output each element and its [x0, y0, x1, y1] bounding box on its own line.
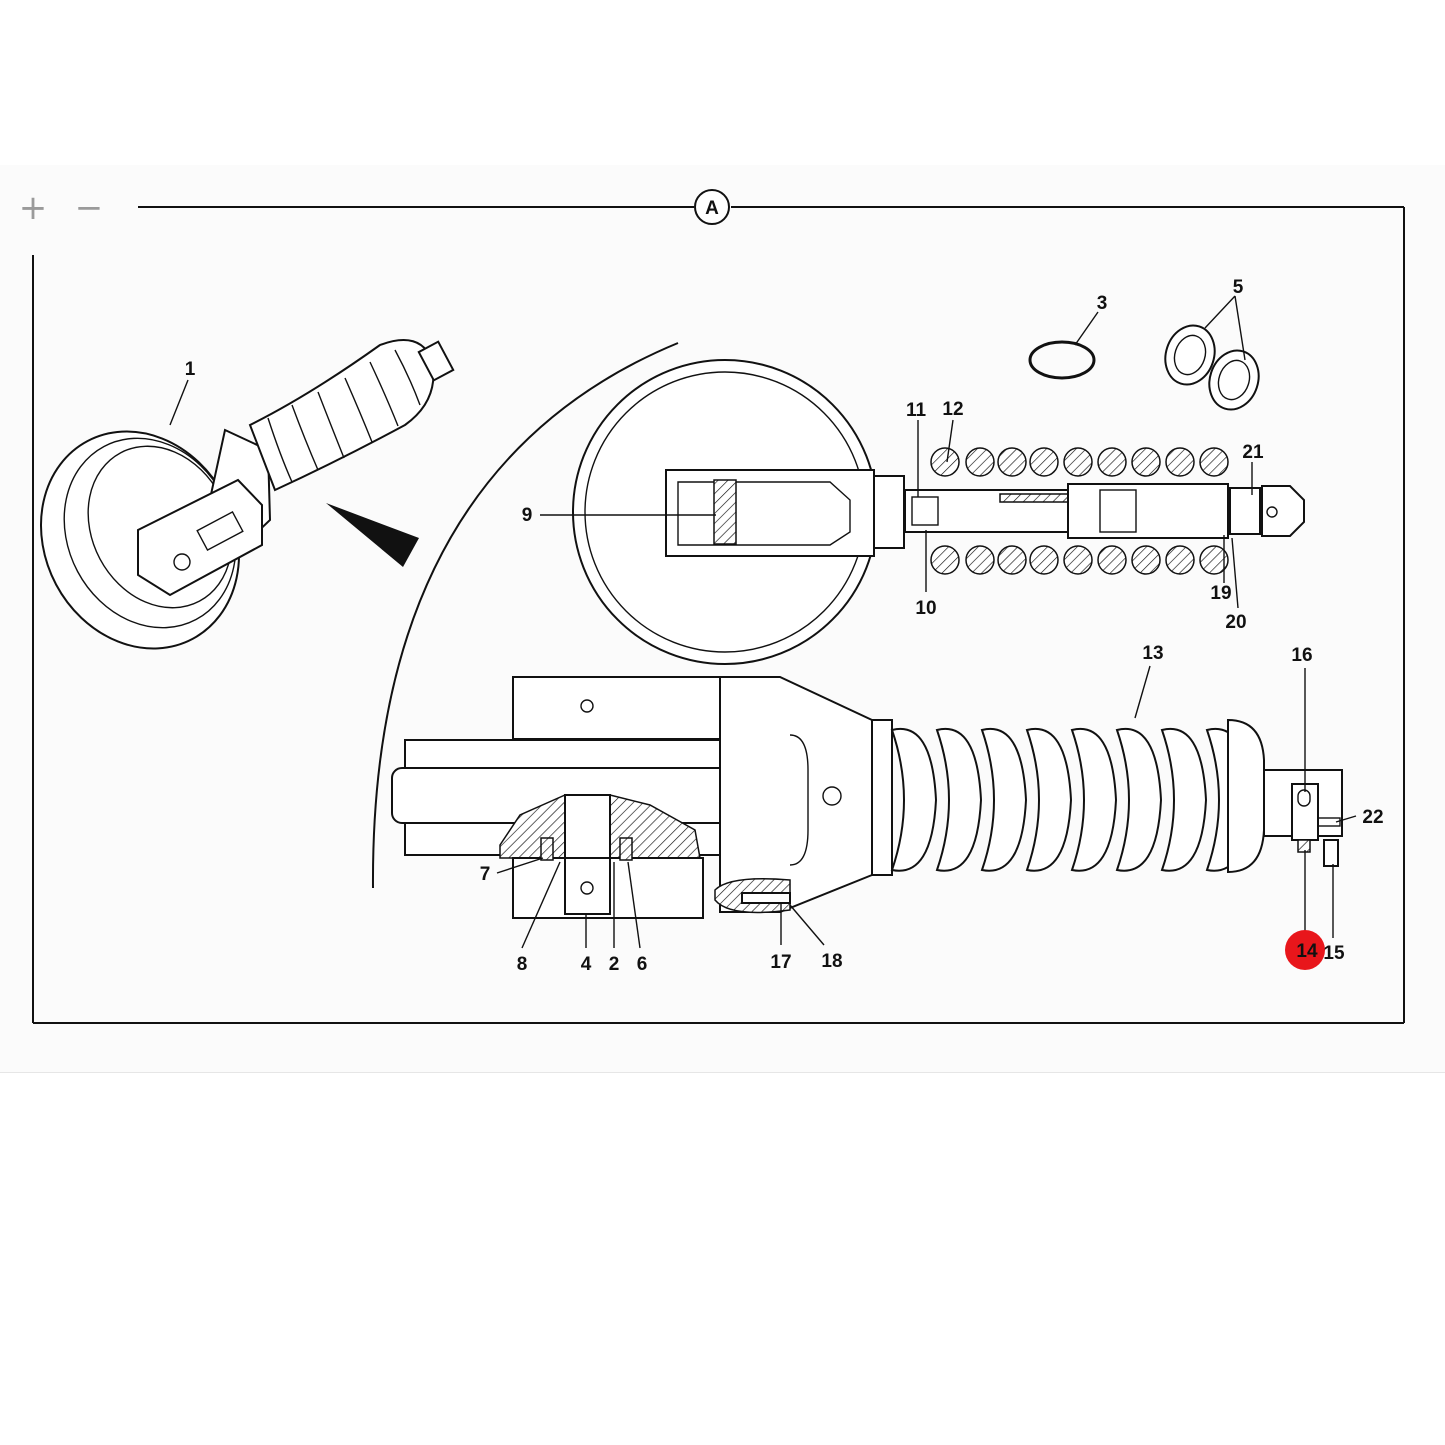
- spring-coil: [1160, 727, 1208, 872]
- callout-11[interactable]: 11: [906, 400, 927, 421]
- callout-6[interactable]: 6: [637, 954, 648, 975]
- selection-marker: [1285, 930, 1325, 970]
- section-marker[interactable]: A: [694, 189, 730, 225]
- spring-coil: [890, 727, 938, 872]
- diagram-frame: [32, 206, 1405, 1024]
- zoom-out-button[interactable]: −: [72, 191, 106, 225]
- spring-coil: [1115, 727, 1163, 872]
- callout-20[interactable]: 20: [1225, 612, 1246, 633]
- callout-14: 14: [1296, 941, 1318, 962]
- top-blank-area: [0, 0, 1445, 165]
- callout-2[interactable]: 2: [609, 954, 620, 975]
- spring-coil-section: [1097, 447, 1127, 477]
- recoil-spring-section: [871, 718, 1343, 876]
- spring-coil-section: [1097, 545, 1127, 575]
- callout-22[interactable]: 22: [1362, 807, 1383, 828]
- spring-coil-section: [930, 545, 960, 575]
- callout-13[interactable]: 13: [1142, 643, 1163, 664]
- callout-15[interactable]: 15: [1323, 943, 1345, 964]
- spring-coil: [1070, 727, 1118, 872]
- idler-assembly-iso: [40, 339, 455, 650]
- callout-10[interactable]: 10: [915, 598, 936, 619]
- spring-coil-section: [1029, 447, 1059, 477]
- o-ring-3: [1028, 340, 1096, 380]
- spring-coil-section: [1131, 545, 1161, 575]
- zoom-in-button[interactable]: +: [16, 191, 50, 225]
- spring-coil-section: [1199, 545, 1229, 575]
- callout-12[interactable]: 12: [942, 399, 963, 420]
- callout-14-selected[interactable]: 14: [1285, 930, 1325, 970]
- spring-coil-section: [965, 545, 995, 575]
- callout-21[interactable]: 21: [1242, 442, 1264, 463]
- view-pointer: [326, 503, 419, 567]
- callout-8[interactable]: 8: [517, 954, 528, 975]
- spring-coil-section: [965, 447, 995, 477]
- spring-cylinder-section: [904, 447, 1305, 575]
- spring-coil-section: [1063, 545, 1093, 575]
- spring-coil-section: [1063, 447, 1093, 477]
- spring-coil-section: [1199, 447, 1229, 477]
- detail-arc: [371, 342, 679, 889]
- callout-4[interactable]: 4: [581, 954, 592, 975]
- spring-coil: [1025, 727, 1073, 872]
- callout-16[interactable]: 16: [1291, 645, 1312, 666]
- idler-bracket-section: [391, 676, 873, 919]
- spring-coil-section: [1029, 545, 1059, 575]
- callout-labels: 1 2 3 4 5 6 7 8 9 10 11 12 13 14 15 16 1…: [185, 277, 1384, 975]
- callout-18[interactable]: 18: [821, 951, 842, 972]
- seal-rings-5: [1164, 324, 1260, 411]
- spring-coil: [935, 727, 983, 872]
- spring-coil-section: [1165, 447, 1195, 477]
- spring-coil: [980, 727, 1028, 872]
- leader-lines: [169, 295, 1357, 949]
- spring-coil-section: [997, 447, 1027, 477]
- callout-17[interactable]: 17: [770, 952, 791, 973]
- callout-5[interactable]: 5: [1233, 277, 1244, 298]
- section-label: A: [705, 198, 719, 219]
- spring-coil-section: [930, 447, 960, 477]
- callout-3[interactable]: 3: [1097, 293, 1108, 314]
- spring-coil-section: [1131, 447, 1161, 477]
- spring-coil-section: [1165, 545, 1195, 575]
- callout-9[interactable]: 9: [522, 505, 533, 526]
- callout-19[interactable]: 19: [1210, 583, 1231, 604]
- idler-wheel-section: [572, 359, 905, 665]
- callout-1[interactable]: 1: [185, 359, 196, 380]
- callout-7[interactable]: 7: [480, 864, 491, 885]
- spring-coil-section: [997, 545, 1027, 575]
